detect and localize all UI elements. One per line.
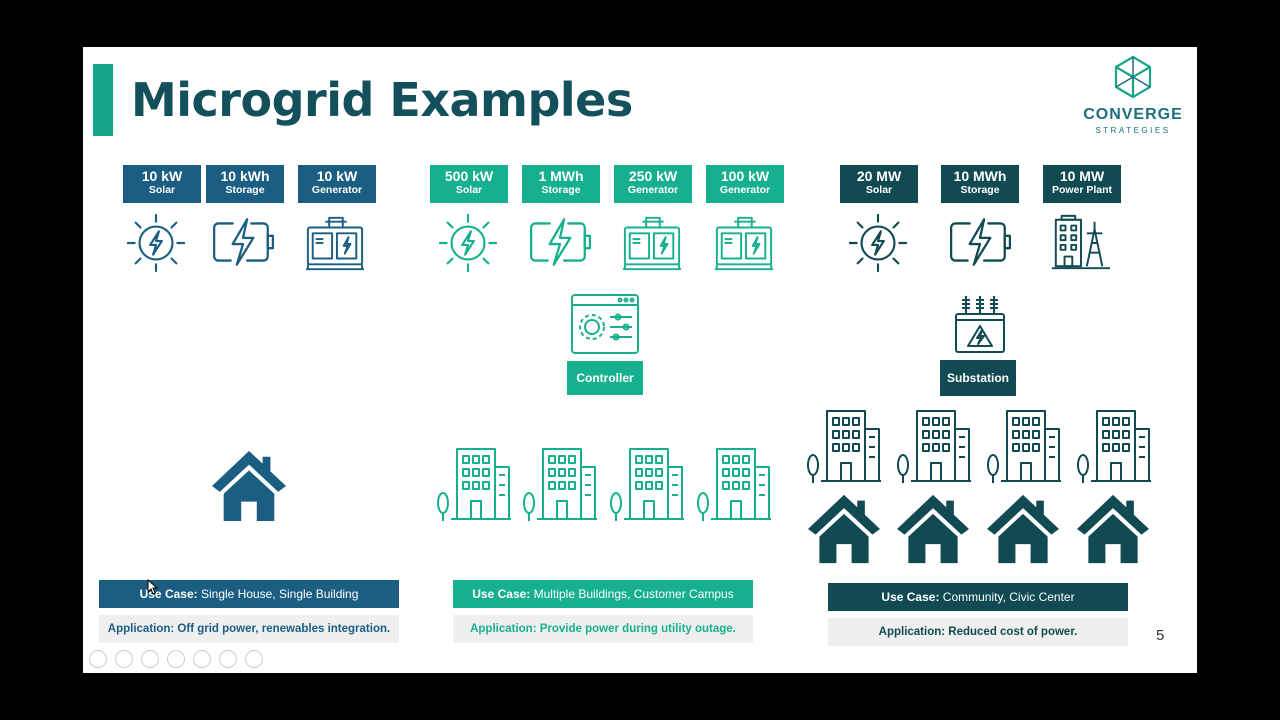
badge-value: 10 MWh <box>953 168 1007 184</box>
badge-generator-medium-2: 100 kW Generator <box>706 165 784 203</box>
logo-subtitle: STRATEGIES <box>1095 126 1171 135</box>
badge-type: Power Plant <box>1051 184 1113 196</box>
building-icon <box>606 445 686 525</box>
badge-type: Solar <box>865 184 893 196</box>
pen-tool-button[interactable] <box>141 650 159 668</box>
screen-button[interactable] <box>219 650 237 668</box>
next-slide-button[interactable] <box>115 650 133 668</box>
solar-icon <box>125 212 187 274</box>
generator-icon <box>713 213 775 273</box>
more-options-button[interactable] <box>245 650 263 668</box>
badge-type: Generator <box>719 184 771 196</box>
controller-label: Controller <box>567 361 643 395</box>
battery-icon <box>947 217 1013 267</box>
presentation-toolbar <box>89 650 263 668</box>
badge-solar-medium: 500 kW Solar <box>430 165 508 203</box>
solar-icon <box>437 212 499 274</box>
slide: Microgrid Examples CONVERGE STRATEGIES 1… <box>83 47 1197 673</box>
use-case-box-2: Use Case: Multiple Buildings, Customer C… <box>453 580 753 608</box>
badge-power-plant: 10 MW Power Plant <box>1043 165 1121 203</box>
converge-logo: CONVERGE STRATEGIES <box>1073 55 1193 135</box>
use-case-box-1: Use Case: Single House, Single Building <box>99 580 399 608</box>
badge-type: Storage <box>960 184 1000 196</box>
use-case-text: Multiple Buildings, Customer Campus <box>533 587 734 601</box>
use-case-text: Community, Civic Center <box>942 590 1075 604</box>
badge-type: Solar <box>148 184 176 196</box>
slide-title: Microgrid Examples <box>131 73 633 127</box>
generator-icon <box>621 213 683 273</box>
building-icon <box>433 445 513 525</box>
badge-value: 100 kW <box>720 168 770 184</box>
use-case-label: Use Case: <box>472 587 531 601</box>
solar-icon <box>847 212 909 274</box>
cube-logo-icon <box>1114 55 1152 99</box>
generator-icon <box>304 213 366 273</box>
prev-slide-button[interactable] <box>89 650 107 668</box>
badge-storage-large: 10 MWh Storage <box>941 165 1019 203</box>
building-icon <box>693 445 773 525</box>
battery-icon <box>527 217 593 267</box>
house-icon <box>209 449 289 523</box>
use-case-text: Single House, Single Building <box>200 587 359 601</box>
controller-icon <box>570 293 640 355</box>
slides-view-button[interactable] <box>167 650 185 668</box>
logo-name: CONVERGE <box>1083 106 1183 123</box>
badge-value: 10 kWh <box>220 168 270 184</box>
substation-icon <box>952 290 1008 356</box>
badge-type: Storage <box>225 184 265 196</box>
house-icon <box>1074 493 1152 565</box>
application-box-2: Application: Provide power during utilit… <box>453 615 753 643</box>
badge-storage-small: 10 kWh Storage <box>206 165 284 203</box>
power-plant-icon <box>1050 211 1112 275</box>
application-box-1: Application: Off grid power, renewables … <box>99 615 399 643</box>
house-icon <box>894 493 972 565</box>
badge-value: 1 MWh <box>538 168 584 184</box>
title-accent-bar <box>93 64 113 136</box>
badge-storage-medium: 1 MWh Storage <box>522 165 600 203</box>
building-icon <box>519 445 599 525</box>
badge-generator-medium-1: 250 kW Generator <box>614 165 692 203</box>
badge-value: 10 kW <box>316 168 358 184</box>
badge-type: Storage <box>541 184 581 196</box>
building-icon <box>803 407 883 487</box>
zoom-button[interactable] <box>193 650 211 668</box>
substation-label: Substation <box>940 360 1016 396</box>
badge-value: 10 MW <box>1059 168 1105 184</box>
mouse-cursor-icon <box>147 579 159 595</box>
application-box-3: Application: Reduced cost of power. <box>828 618 1128 646</box>
building-icon <box>1073 407 1153 487</box>
badge-solar-large: 20 MW Solar <box>840 165 918 203</box>
badge-generator-small: 10 kW Generator <box>298 165 376 203</box>
badge-solar-small: 10 kW Solar <box>123 165 201 203</box>
building-icon <box>893 407 973 487</box>
building-icon <box>983 407 1063 487</box>
badge-type: Generator <box>627 184 679 196</box>
page-number: 5 <box>1156 627 1165 644</box>
badge-value: 500 kW <box>444 168 494 184</box>
badge-value: 250 kW <box>628 168 678 184</box>
battery-icon <box>210 217 276 267</box>
house-icon <box>805 493 883 565</box>
badge-type: Generator <box>311 184 363 196</box>
use-case-box-3: Use Case: Community, Civic Center <box>828 583 1128 611</box>
badge-value: 20 MW <box>856 168 902 184</box>
house-icon <box>984 493 1062 565</box>
use-case-label: Use Case: <box>881 590 940 604</box>
badge-type: Solar <box>455 184 483 196</box>
badge-value: 10 kW <box>141 168 183 184</box>
